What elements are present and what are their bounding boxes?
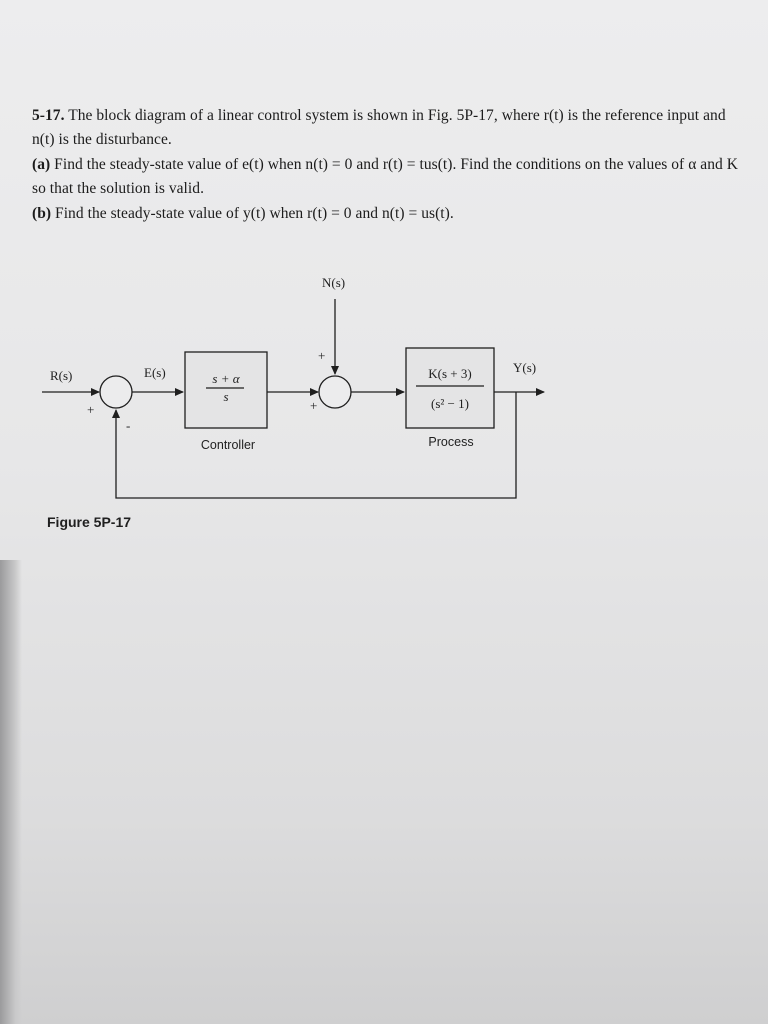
sum1-minus-sign: -: [126, 418, 130, 433]
part-b-text: Find the steady-state value of y(t) when…: [55, 205, 454, 222]
sum2-plus-left-sign: +: [310, 398, 317, 413]
page-edge-shadow: [0, 560, 22, 1024]
feedback-path: [112, 392, 517, 499]
part-a-label: (a): [32, 156, 51, 173]
part-a-text: Find the steady-state value of e(t) when…: [32, 156, 738, 197]
controller-denominator: s: [223, 389, 228, 404]
summing-junction-2: [318, 375, 352, 409]
controller-name: Controller: [201, 438, 255, 452]
part-a: (a) Find the steady-state value of e(t) …: [32, 153, 752, 200]
process-name: Process: [428, 435, 473, 449]
process-block: [405, 347, 495, 429]
problem-intro-text: The block diagram of a linear control sy…: [32, 107, 726, 148]
problem-intro: 5-17. The block diagram of a linear cont…: [32, 104, 752, 151]
process-denominator: (s² − 1): [431, 396, 469, 411]
problem-text: 5-17. The block diagram of a linear cont…: [32, 104, 752, 226]
controller-numerator: s + α: [212, 371, 240, 386]
output-label: Y(s): [513, 360, 536, 375]
part-b: (b) Find the steady-state value of y(t) …: [32, 202, 752, 226]
sum2-plus-top-sign: +: [318, 348, 325, 363]
figure-caption: Figure 5P-17: [47, 514, 131, 530]
disturbance-label: N(s): [322, 275, 345, 290]
error-label: E(s): [144, 365, 166, 380]
controller-block: [184, 351, 268, 429]
process-numerator: K(s + 3): [428, 366, 471, 381]
summing-junction-1: [99, 375, 133, 409]
sum1-plus-sign: +: [87, 402, 94, 417]
part-b-label: (b): [32, 205, 52, 222]
problem-number: 5-17.: [32, 107, 65, 124]
input-label: R(s): [50, 368, 72, 383]
